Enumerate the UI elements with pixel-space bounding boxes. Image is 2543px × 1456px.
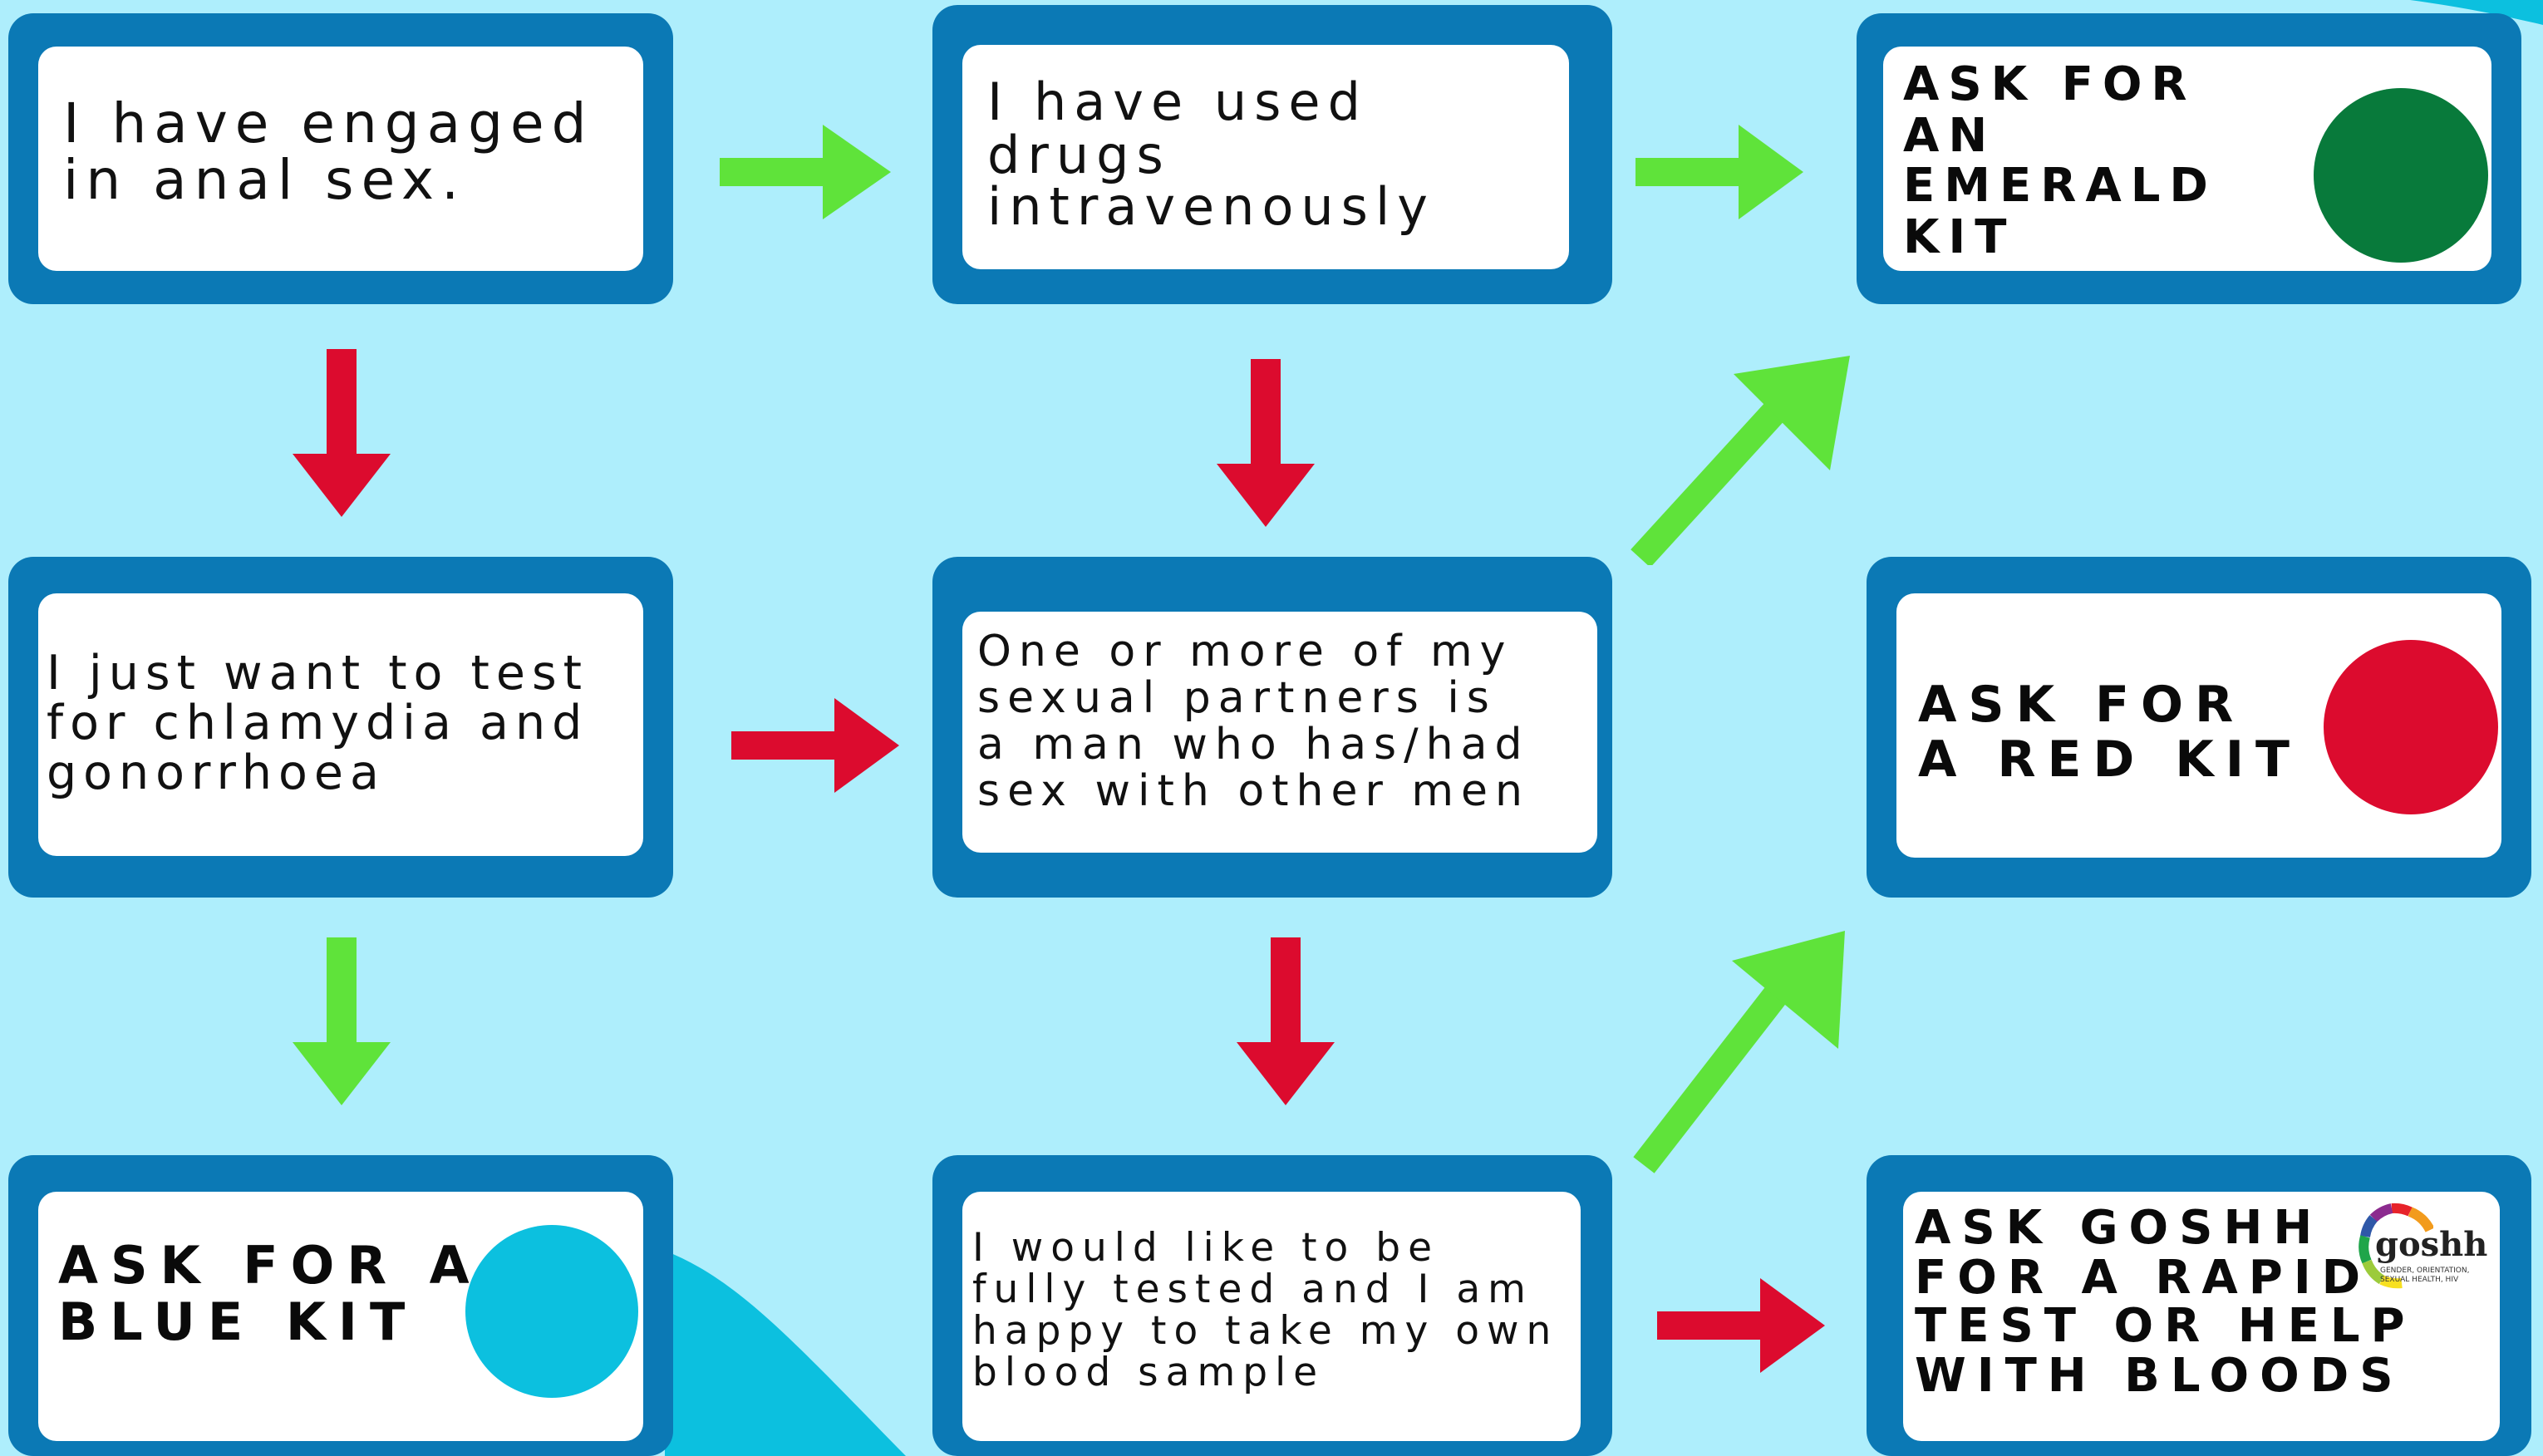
goshh-logo-wordmark: goshh	[2375, 1225, 2488, 1264]
emerald-kit-line-1: ASK FOR	[1903, 57, 2196, 111]
question-fully-tested-line-4: blood sample	[972, 1350, 1326, 1395]
question-card-fully-tested-inner: I would like to be fully tested and I am…	[962, 1192, 1581, 1441]
question-card-partners-inner: One or more of my sexual partners is a m…	[962, 612, 1597, 853]
arrow-down-partners-to-fully-tested	[1237, 937, 1335, 1105]
question-partners-line-3: a man who has/had	[977, 720, 1530, 770]
result-card-blue-kit-inner: ASK FOR A BLUE KIT	[38, 1192, 643, 1441]
question-card-test-chlamydia-inner: I just want to test for chlamydia and go…	[38, 593, 643, 856]
question-test-chlamydia-line-3: gonorrhoea	[47, 745, 386, 800]
arrow-down-drugs-to-partners	[1217, 359, 1315, 527]
emerald-kit-dot	[2314, 88, 2488, 263]
goshh-line-1: ASK GOSHH	[1915, 1201, 2324, 1255]
goshh-line-4: WITH BLOODS	[1915, 1349, 2404, 1403]
result-card-red-kit: ASK FOR A RED KIT	[1867, 557, 2531, 898]
blue-kit-line-2: BLUE KIT	[58, 1291, 418, 1352]
question-drugs-line-2: drugs	[987, 125, 1171, 185]
question-card-fully-tested: I would like to be fully tested and I am…	[932, 1155, 1612, 1456]
arrow-right-fully-tested-to-goshh	[1657, 1278, 1825, 1373]
arrow-down-chlamydia-to-blue	[293, 937, 391, 1105]
result-card-goshh-inner: ASK GOSHH FOR A RAPID TEST OR HELP WITH …	[1903, 1192, 2500, 1441]
goshh-logo: goshh GENDER, ORIENTATION, SEXUAL HEALTH…	[2359, 1200, 2500, 1308]
question-fully-tested-line-1: I would like to be	[972, 1225, 1440, 1271]
emerald-kit-line-4: KIT	[1903, 210, 2016, 264]
arrow-diagonal-fully-tested-to-red	[1633, 931, 1845, 1173]
question-card-test-chlamydia: I just want to test for chlamydia and go…	[8, 557, 673, 898]
question-test-chlamydia-line-1: I just want to test	[47, 646, 589, 701]
arrow-right-anal-sex-to-drugs	[720, 125, 891, 219]
arrow-diagonal-partners-to-emerald	[1631, 356, 1850, 565]
question-drugs-line-3: intravenously	[987, 176, 1435, 237]
red-kit-line-1: ASK FOR	[1918, 676, 2245, 734]
question-card-anal-sex: I have engaged in anal sex.	[8, 13, 673, 304]
goshh-logo-ring-icon	[2359, 1203, 2433, 1289]
question-card-drugs: I have used drugs intravenously	[932, 5, 1612, 304]
question-fully-tested-line-2: fully tested and I am	[972, 1267, 1533, 1312]
arrow-right-drugs-to-emerald	[1635, 125, 1803, 219]
result-card-goshh: ASK GOSHH FOR A RAPID TEST OR HELP WITH …	[1867, 1155, 2531, 1456]
question-anal-sex-line-2: in anal sex.	[63, 148, 467, 212]
question-anal-sex-line-1: I have engaged	[63, 91, 594, 155]
question-test-chlamydia-line-2: for chlamydia and	[47, 696, 589, 750]
question-drugs-line-1: I have used	[987, 71, 1368, 132]
question-fully-tested-line-3: happy to take my own	[972, 1308, 1559, 1354]
result-card-emerald-kit-inner: ASK FOR AN EMERALD KIT	[1883, 47, 2491, 271]
question-card-partners: One or more of my sexual partners is a m…	[932, 557, 1612, 898]
question-card-anal-sex-inner: I have engaged in anal sex.	[38, 47, 643, 271]
goshh-logo-tagline-2: SEXUAL HEALTH, HIV	[2380, 1276, 2459, 1284]
arrow-down-anal-sex-to-chlamydia	[293, 349, 391, 517]
blue-kit-dot	[465, 1225, 638, 1398]
red-kit-dot	[2324, 640, 2498, 814]
blue-kit-line-1: ASK FOR A	[58, 1235, 482, 1296]
question-partners-line-4: sex with other men	[977, 766, 1530, 816]
red-kit-line-2: A RED KIT	[1918, 730, 2301, 789]
result-card-blue-kit: ASK FOR A BLUE KIT	[8, 1155, 673, 1456]
result-card-red-kit-inner: ASK FOR A RED KIT	[1896, 593, 2501, 858]
result-card-emerald-kit: ASK FOR AN EMERALD KIT	[1857, 13, 2521, 304]
corner-wave	[2410, 0, 2543, 25]
goshh-line-3: TEST OR HELP	[1915, 1299, 2416, 1353]
question-partners-line-1: One or more of my	[977, 627, 1513, 676]
question-card-drugs-inner: I have used drugs intravenously	[962, 45, 1569, 269]
emerald-kit-line-3: EMERALD	[1903, 159, 2217, 213]
question-partners-line-2: sexual partners is	[977, 673, 1497, 723]
goshh-line-2: FOR A RAPID	[1915, 1251, 2372, 1305]
arrow-right-chlamydia-to-partners	[731, 698, 899, 793]
emerald-kit-line-2: AN	[1903, 109, 1997, 163]
background-wave	[665, 1251, 906, 1456]
goshh-logo-tagline-1: GENDER, ORIENTATION,	[2380, 1267, 2470, 1275]
